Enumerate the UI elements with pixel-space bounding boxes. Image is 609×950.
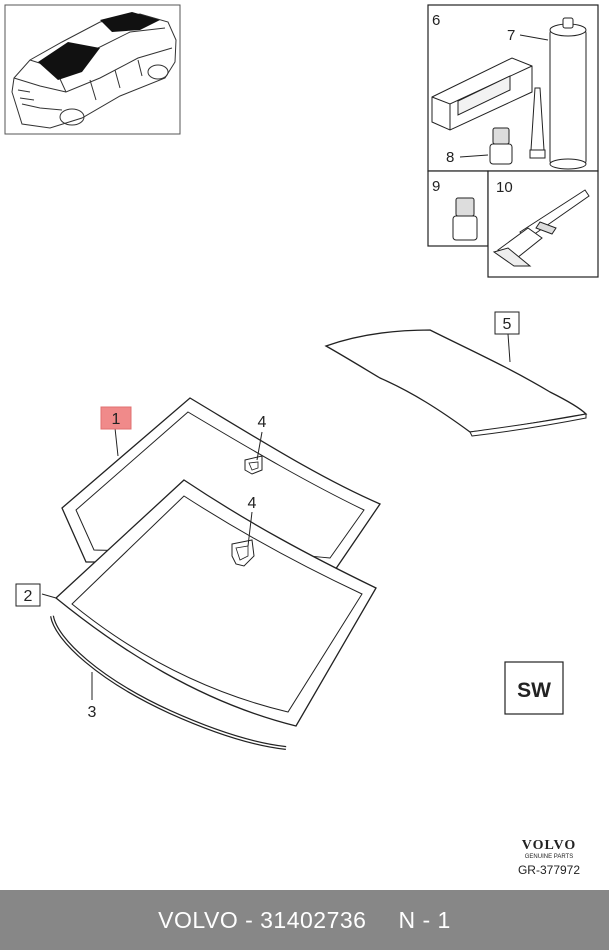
svg-text:5: 5 (503, 316, 512, 333)
callout-4-front: 4 (248, 495, 257, 512)
callout-7: 7 (507, 27, 515, 44)
primer-tube-icon (431, 57, 533, 131)
callout-5: 5 (494, 311, 520, 335)
callout-9: 9 (432, 178, 440, 195)
leader-lines (41, 333, 511, 700)
car-windscreen-highlight (38, 42, 100, 80)
volvo-logo: VOLVO GENUINE PARTS (522, 838, 577, 860)
part-footer-bar: VOLVO - 31402736 N - 1 (0, 890, 609, 950)
callout-4-rear: 4 (258, 414, 267, 431)
svg-text:GENUINE PARTS: GENUINE PARTS (525, 854, 573, 860)
primer-bottle-icon (489, 127, 513, 165)
car-overview-thumbnail (4, 4, 181, 135)
callout-1: 1 (100, 406, 132, 430)
svg-text:VOLVO: VOLVO (522, 838, 577, 853)
svg-text:2: 2 (24, 588, 33, 605)
callout-2: 2 (15, 583, 41, 607)
callout-8: 8 (446, 149, 454, 166)
part-number-label: VOLVO - 31402736 (158, 906, 367, 933)
quantity-label: N - 1 (398, 906, 451, 933)
primer-bottle-large-icon (452, 197, 478, 241)
sealant-cartridge-icon (549, 17, 587, 170)
callout-6: 6 (432, 12, 440, 29)
drawing-reference: GR-377972 (518, 863, 580, 877)
svg-text:SW: SW (517, 679, 551, 702)
windscreen-front-panel (55, 479, 377, 727)
parts-diagram: 1 2 3 4 4 5 6 7 8 9 10 SW VOLVO GENUINE … (4, 4, 599, 877)
callout-3: 3 (88, 704, 97, 721)
callout-10: 10 (496, 179, 513, 196)
sw-badge: SW (504, 661, 564, 715)
roof-glass-panel (324, 329, 588, 433)
car-roof-highlight (100, 12, 160, 32)
svg-text:1: 1 (112, 411, 121, 428)
cutting-tool-icon (492, 189, 590, 267)
